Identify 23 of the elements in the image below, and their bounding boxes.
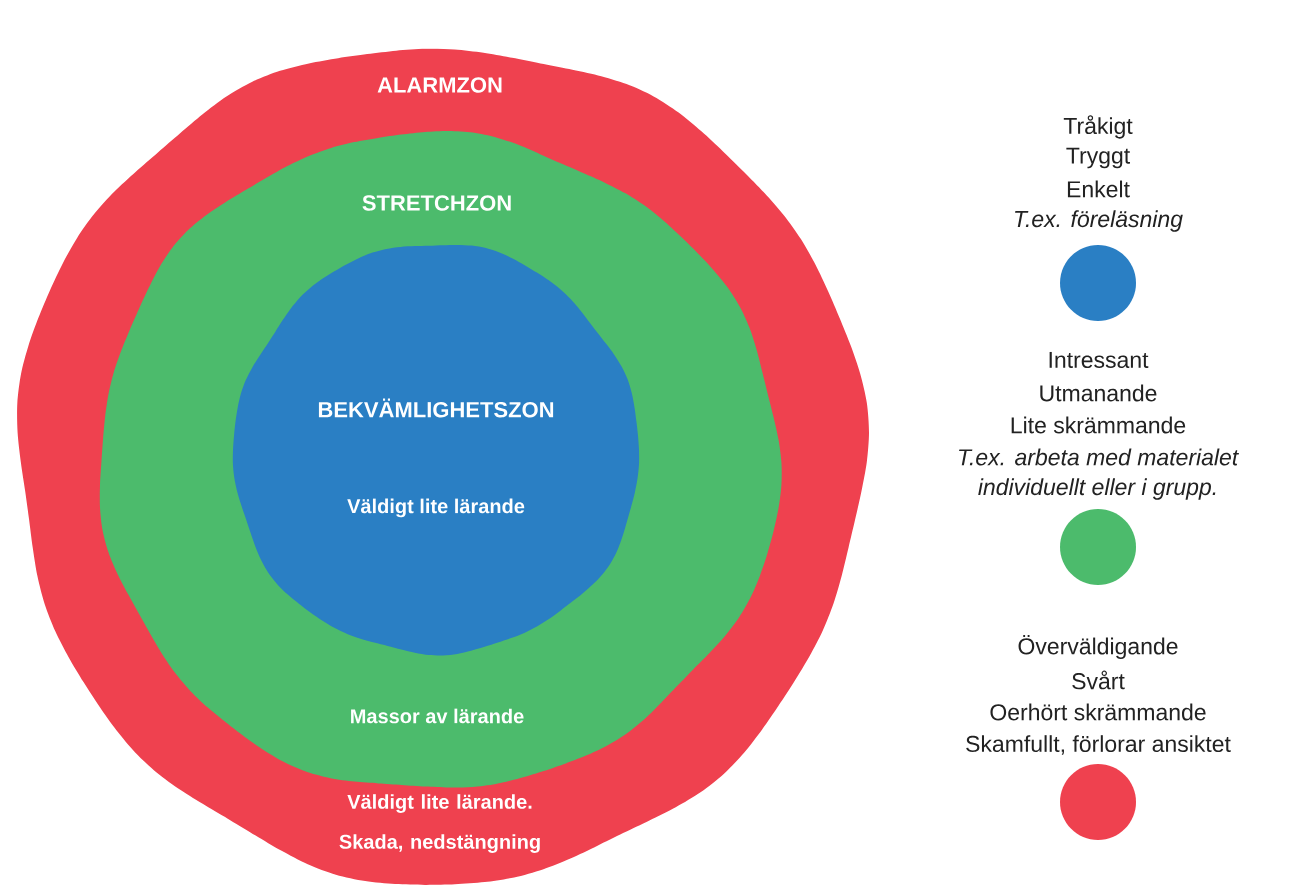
description-text: Oerhört skrämmande xyxy=(990,703,1206,721)
description-text: Tryggt xyxy=(1066,147,1130,169)
zone-label: Massor av lärande xyxy=(351,708,524,724)
description-text: Lite skrämmande xyxy=(1011,416,1186,434)
description-text: Intressant xyxy=(1049,351,1149,368)
description-text: Skamfullt, förlorar ansiktet xyxy=(966,735,1231,755)
description-text: Enkelt xyxy=(1067,180,1130,198)
description-text: Utmanande xyxy=(1040,384,1157,402)
description-text: T.ex. arbeta med materialet xyxy=(959,448,1239,466)
zone-dot xyxy=(1060,245,1136,321)
description-text: T.ex. föreläsning xyxy=(1015,210,1183,232)
description-text: individuellt eller i grupp. xyxy=(978,478,1216,500)
zone-label: BEKVÄMLIGHETSZON xyxy=(318,398,554,418)
zone-blob xyxy=(232,244,640,656)
zone-label: Väldigt lite lärande. Skada, nedstängning xyxy=(339,794,540,853)
zone-dot xyxy=(1060,509,1136,585)
zone-label: STRETCHZON xyxy=(362,195,511,211)
zone-label: Väldigt lite lärande xyxy=(347,498,525,518)
description-text: Tråkigt xyxy=(1063,115,1133,139)
zone-dot xyxy=(1060,764,1136,840)
description-text: Överväldigande xyxy=(1018,634,1178,659)
zone-label: ALARMZON xyxy=(377,77,502,93)
description-text: Svårt xyxy=(1072,670,1125,690)
